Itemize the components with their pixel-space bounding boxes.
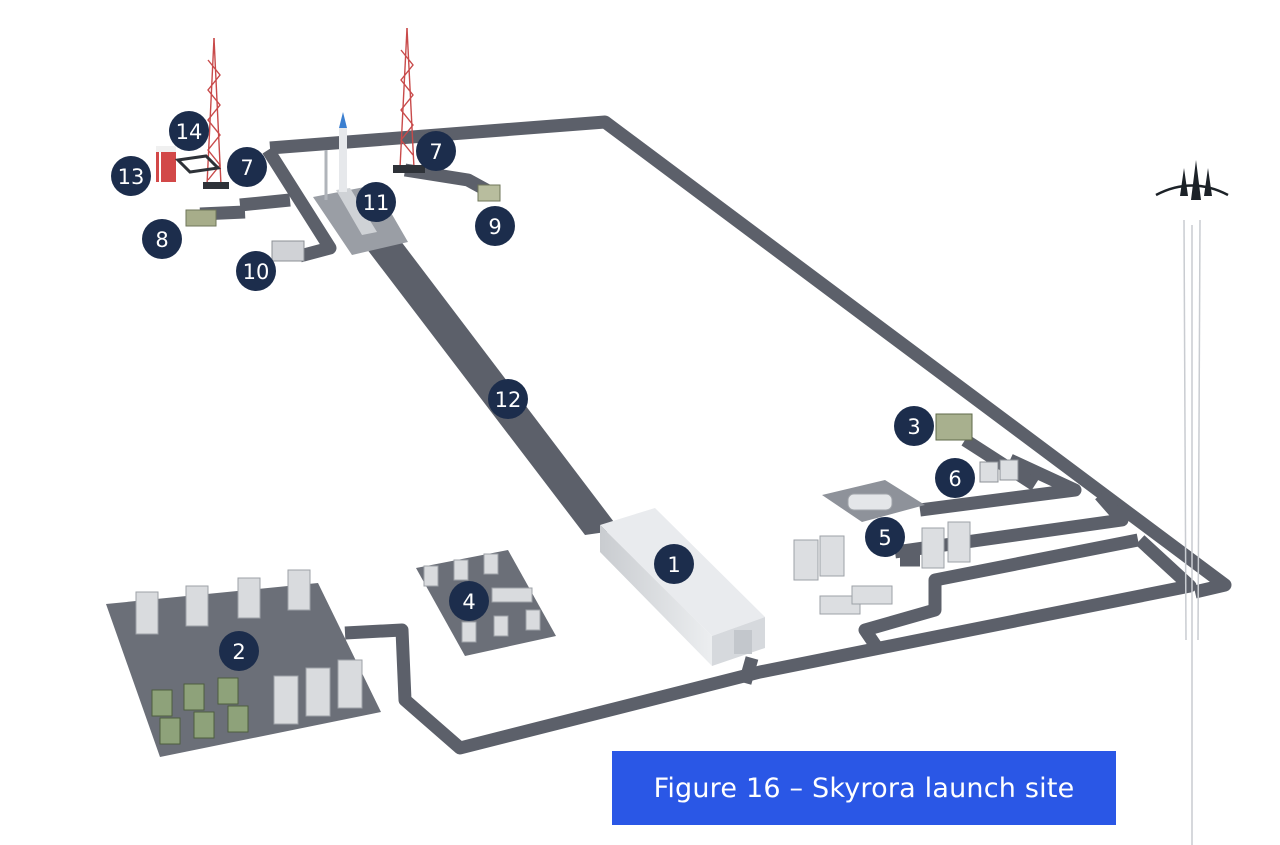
marker-hangar: 1 [654,544,694,584]
marker-circle [111,156,151,196]
tower-east [393,27,425,173]
marker-circle [236,251,276,291]
logo-trail-lines [1183,219,1201,845]
marker-circle [219,631,259,671]
marker-shed-east: 6 [935,458,975,498]
marker-circle [475,206,515,246]
marker-facility-east: 5 [865,517,905,557]
rocket [324,112,347,200]
marker-label: 7 [429,140,442,164]
marker-equipment-west: 10 [236,251,276,291]
marker-building-west: 8 [142,219,182,259]
marker-circle [894,406,934,446]
marker-building-east: 3 [894,406,934,446]
marker-storage-area: 2 [219,631,259,671]
marker-unit-north: 9 [475,206,515,246]
marker-water-tank: 13 [111,156,151,196]
storage-buildings [135,569,363,725]
marker-label: 8 [155,228,168,252]
marker-circle [142,219,182,259]
marker-circle [654,544,694,584]
marker-label: 14 [176,120,203,144]
landing-pad-square [174,154,222,174]
marker-circle [416,131,456,171]
container-units [423,553,541,643]
marker-label: 2 [232,640,245,664]
marker-circle [488,379,528,419]
transport-road-surface [360,240,620,535]
marker-circle [449,581,489,621]
caption-text: Figure 16 – Skyrora launch site [653,772,1075,804]
marker-tower-pad-west: 7 [227,147,267,187]
facility-east-tank [847,493,893,511]
marker-transport-road: 12 [488,379,528,419]
shed-east-structure [979,459,1019,483]
storage-green-units [151,677,249,745]
marker-launch-pad: 11 [356,182,396,222]
marker-label: 7 [240,156,253,180]
figure-caption: Figure 16 – Skyrora launch site [612,751,1116,825]
marker-circle [935,458,975,498]
marker-landing-pad: 14 [169,111,209,151]
marker-label: 3 [907,415,920,439]
water-tank-structure [156,146,176,182]
building-west-structure [185,209,217,227]
marker-label: 6 [948,467,961,491]
marker-circle [169,111,209,151]
marker-label: 9 [488,215,501,239]
marker-label: 4 [462,590,475,614]
skyrora-logo [1155,160,1229,200]
marker-circle [227,147,267,187]
building-east-structure [935,413,973,441]
marker-label: 5 [878,526,891,550]
hangar-structure [600,508,765,666]
equipment-west-structure [271,240,305,262]
marker-label: 12 [495,388,522,412]
marker-label: 1 [667,553,680,577]
marker-label: 11 [363,191,390,215]
marker-label: 13 [118,165,145,189]
marker-container-yard: 4 [449,581,489,621]
marker-tower-pad-east: 7 [416,131,456,171]
marker-circle [356,182,396,222]
marker-circle [865,517,905,557]
tower-west [203,37,229,189]
marker-label: 10 [243,260,270,284]
rail-track [336,188,377,235]
facility-east-sheds [793,521,971,615]
unit-north-structure [477,184,501,202]
